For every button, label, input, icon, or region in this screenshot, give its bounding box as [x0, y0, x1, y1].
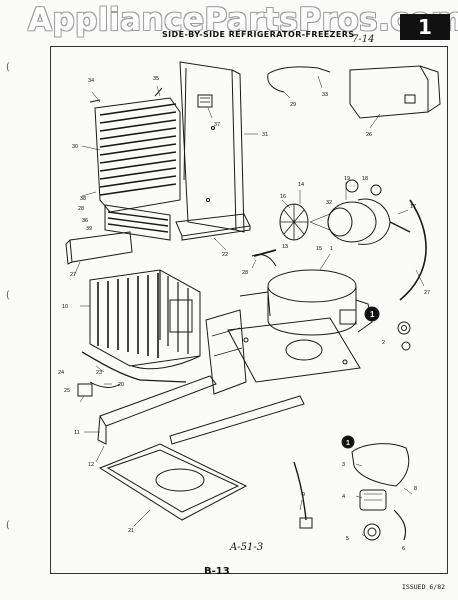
compressor-base-plate [227, 317, 361, 383]
callout: 17 [410, 204, 416, 210]
callout: 8 [414, 486, 417, 492]
callout: 24 [58, 370, 64, 376]
callout: 23 [96, 370, 102, 376]
inset-marker-label: 1 [346, 440, 350, 447]
diagram-frame [50, 46, 448, 574]
callout: 2 [382, 340, 385, 346]
callout: 3 [342, 462, 345, 468]
callout: 31 [262, 132, 268, 138]
drain-trough [175, 213, 251, 241]
callout: 25 [64, 388, 70, 394]
callout: 39 [86, 226, 92, 232]
condenser-fan-assembly [279, 179, 411, 245]
wiring-harness [89, 381, 121, 388]
callout: 21 [128, 528, 134, 534]
overload-grommet [397, 321, 411, 351]
diagram-title: SIDE-BY-SIDE REFRIGERATOR-FREEZERS [162, 30, 355, 39]
inset-relay-parts [351, 443, 410, 541]
callout: 27 [424, 290, 430, 296]
margin-mark: ( [6, 520, 10, 531]
callout: 37 [214, 122, 220, 128]
heater-element [293, 461, 313, 529]
issued-date: ISSUED 6/82 [402, 583, 446, 591]
margin-mark: ( [6, 62, 10, 73]
mounting-bracket [65, 231, 133, 265]
callout: 26 [366, 132, 372, 138]
leader-lines [73, 75, 425, 537]
callout: 19 [344, 176, 350, 182]
callout: 34 [88, 78, 94, 84]
callout: 1 [330, 246, 333, 252]
condenser-tube [399, 199, 427, 301]
watermark: AppliancePartsPros.com [28, 2, 458, 38]
callout: 15 [316, 246, 322, 252]
inset-marker-main [364, 306, 380, 322]
callout: 14 [298, 182, 304, 188]
callout: 22 [222, 252, 228, 258]
page-code: B-13 [204, 566, 230, 577]
callout: 9 [302, 492, 305, 498]
page-number-badge: 1 [400, 14, 450, 40]
callout: 36 [82, 218, 88, 224]
machine-compartment-bracket [205, 291, 271, 395]
callout: 38 [80, 196, 86, 202]
inset-marker-detail [341, 435, 355, 449]
callout: 20 [118, 382, 124, 388]
callout: 13 [282, 244, 288, 250]
margin-mark: ( [6, 290, 10, 301]
callout: 27 [70, 272, 76, 278]
callout: 4 [342, 494, 345, 500]
callout: 12 [88, 462, 94, 468]
callout: 32 [326, 200, 332, 206]
callout: 16 [280, 194, 286, 200]
control-box [349, 65, 441, 119]
callout: 11 [74, 430, 80, 436]
callout: 29 [290, 102, 296, 108]
condenser-coil [89, 269, 201, 370]
callout: 28 [78, 206, 84, 212]
callout: 33 [322, 92, 328, 98]
callout: 10 [62, 304, 68, 310]
filter-drier [253, 249, 277, 257]
callout: 6 [402, 546, 405, 552]
drain-pan [98, 443, 248, 521]
evaporator-coil [89, 87, 181, 241]
callout: 18 [362, 176, 368, 182]
evaporator-cover-panel [179, 61, 245, 233]
inset-marker-label: 1 [370, 310, 375, 319]
callout: 28 [242, 270, 248, 276]
harness-wire [267, 66, 331, 75]
drawing-reference: A-51-3 [230, 542, 264, 553]
callout-labels: 34 35 37 29 33 31 30 26 38 28 36 39 22 1… [58, 76, 430, 552]
handwritten-reference: 7-14 [352, 34, 375, 45]
harness-wire [267, 73, 285, 93]
drain-tube [81, 351, 187, 383]
relay-connector [77, 383, 93, 397]
support-rail [97, 375, 305, 445]
callout: 30 [72, 144, 78, 150]
callout: 35 [153, 76, 159, 82]
callout: 5 [346, 536, 349, 542]
compressor [251, 253, 373, 336]
